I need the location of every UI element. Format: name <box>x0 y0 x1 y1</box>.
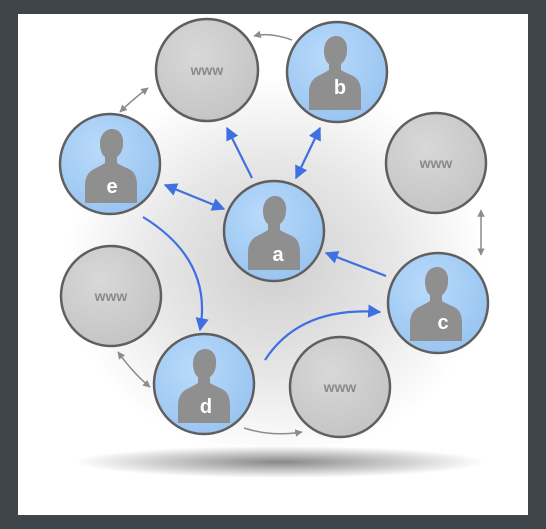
person-node-b: b <box>285 20 389 124</box>
web-links <box>117 30 485 437</box>
www-node-left: www <box>59 244 163 348</box>
web-link-d-to-www-bottom <box>243 427 303 437</box>
www-label: www <box>419 155 453 171</box>
social-link-a-to-www-top <box>226 126 253 179</box>
social-link-c-to-a <box>324 251 387 278</box>
www-node-top: www <box>154 17 260 123</box>
person-label: d <box>200 396 212 418</box>
social-link-d-to-c <box>264 304 382 361</box>
web-link-www-top-e <box>119 87 149 113</box>
social-link-a-e <box>163 183 226 211</box>
person-node-c: c <box>386 251 490 355</box>
floor-shadow <box>75 446 485 478</box>
web-link-www-left-d <box>117 351 151 388</box>
person-label: c <box>437 312 448 334</box>
person-node-d: d <box>152 332 256 436</box>
www-label: www <box>323 379 357 395</box>
social-link-a-b <box>295 126 321 180</box>
person-label: e <box>106 176 117 198</box>
person-label: b <box>334 77 346 99</box>
web-link-b-to-www-top <box>253 30 293 41</box>
person-label: a <box>272 244 284 266</box>
social-link-e-to-d <box>142 216 209 332</box>
www-label: www <box>190 62 224 78</box>
www-node-bottom: www <box>288 335 392 439</box>
www-label: www <box>94 288 128 304</box>
person-node-a: a <box>222 179 326 283</box>
person-node-e: e <box>58 112 162 216</box>
www-node-right: www <box>384 111 488 215</box>
social-links <box>142 126 387 361</box>
